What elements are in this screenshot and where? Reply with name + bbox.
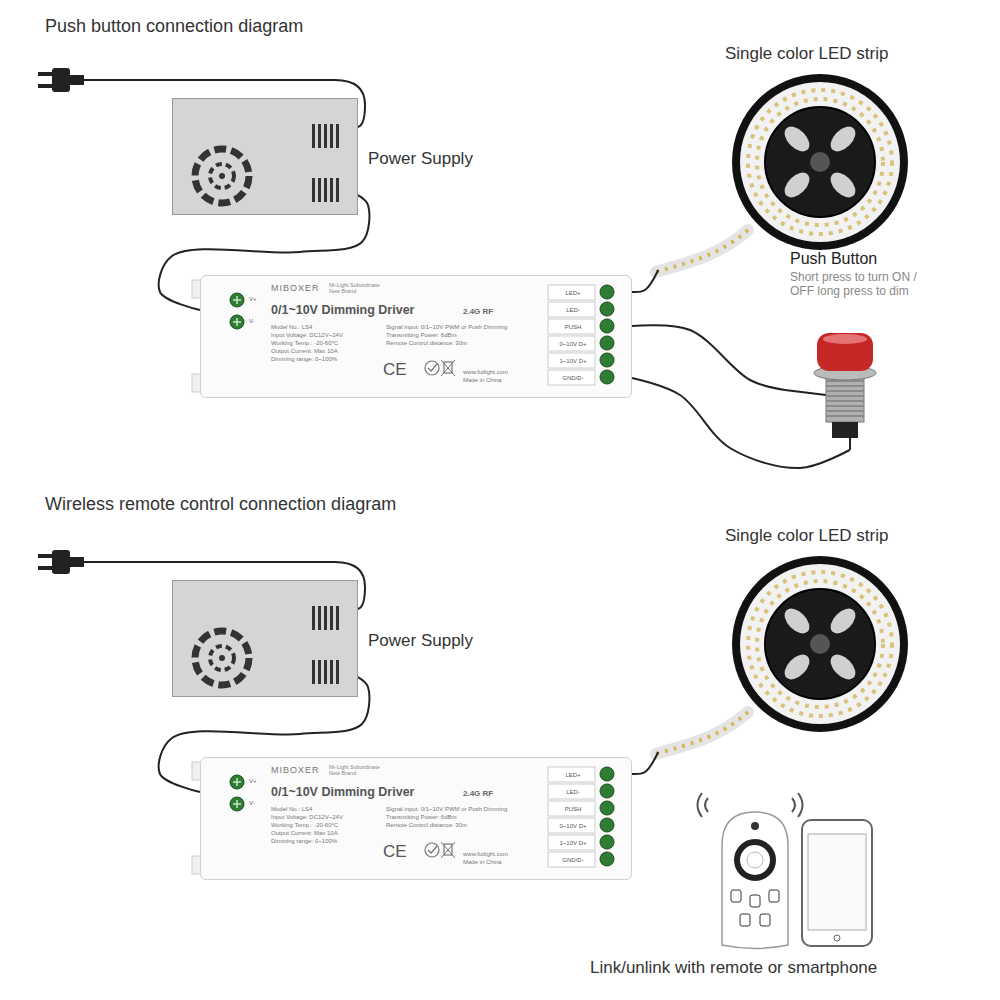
push-button: Push ButtonShort press to turn ON / OFF … [785,250,955,450]
node-text: LED- [550,303,596,318]
node-text: Transmitting Power: 6dBm [386,332,456,339]
node-text: PUSH [550,802,596,817]
node-text: GND/D- [550,371,596,386]
node-text: Made in China [463,377,502,384]
node-text: Working Temp.: -20-60°C [271,340,338,347]
node-text: MIBOXER [271,765,320,775]
led-strip: Single color LED strip [650,40,925,270]
section-heading: Wireless remote control connection diagr… [45,494,396,515]
push-button-symbol [785,333,876,450]
node-text: V+ [249,296,257,303]
node-text: Single color LED strip [725,526,888,546]
node-text: 1~10V D+ [550,836,596,851]
node-text: Output Current: Max 10A [271,348,338,355]
node-text: 2.4G RF [463,789,493,798]
node-text: PUSH [550,320,596,335]
node-text: LED+ [550,286,596,301]
node-text: Transmitting Power: 6dBm [386,814,456,821]
node-text: Model No.: LS4 [271,806,312,813]
node-text: Power Supply [368,149,473,169]
dimming-driver: MIBOXER Mi-Light Subordinate New Brand 0/1… [200,275,632,398]
node-text: Mi-Light Subordinate New Brand [329,764,389,777]
node-text: 0/1~10V Dimming Driver [271,303,414,317]
node-text: Input Voltage: DC12V~24V [271,814,343,821]
node-text: Link/unlink with remote or smartphone [590,958,877,978]
node-text: 1~10V D+ [550,354,596,369]
power-supply: Power Supply [172,98,358,215]
wire [632,270,658,292]
dimming-driver: MIBOXER Mi-Light Subordinate New Brand 0/1… [200,757,632,880]
led-strip: Single color LED strip [650,522,925,752]
node-text: 0~10V D+ [550,337,596,352]
top-unit-art [38,68,908,398]
node-text: Signal input: 0/1~10V PWM or Push Dimmin… [386,806,507,813]
node-text: CE [383,842,407,862]
node-text: Single color LED strip [725,44,888,64]
wire [632,325,785,390]
node-text: Output Current: Max 10A [271,830,338,837]
node-text: Input Voltage: DC12V~24V [271,332,343,339]
power-supply: Power Supply [172,580,358,697]
node-text: Made in China [463,859,502,866]
wire [632,752,658,774]
node-text: www.futlight.com [463,369,508,376]
node-text: Model No.: LS4 [271,324,312,331]
remote-and-phone [698,793,873,949]
node-text: 0~10V D+ [550,819,596,834]
node-text: Mi-Light Subordinate New Brand [329,282,389,295]
node-text: LED- [550,785,596,800]
node-text: Signal input: 0/1~10V PWM or Push Dimmin… [386,324,507,331]
wire [632,378,850,468]
node-text: Dimming range: 0~100% [271,356,337,363]
node-text: V+ [249,778,257,785]
node-text: Dimming range: 0~100% [271,838,337,845]
node-text: Push Button [790,250,877,268]
node-text: Power Supply [368,631,473,651]
node-text: Remote Control distance: 30m [386,822,467,829]
node-text: LED+ [550,768,596,783]
node-text: 0/1~10V Dimming Driver [271,785,414,799]
node-text: Short press to turn ON / OFF long press … [790,270,940,299]
node-text: Working Temp.: -20-60°C [271,822,338,829]
remote-control: Link/unlink with remote or smartphone [585,790,985,985]
node-text: GND/D- [550,853,596,868]
node-text: 2.4G RF [463,307,493,316]
node-text: MIBOXER [271,283,320,293]
node-text: CE [383,360,407,380]
node-text: www.futlight.com [463,851,508,858]
node-text: Remote Control distance: 30m [386,340,467,347]
node-text: V- [249,800,255,807]
node-text: V- [249,318,255,325]
section-heading: Push button connection diagram [45,16,303,37]
